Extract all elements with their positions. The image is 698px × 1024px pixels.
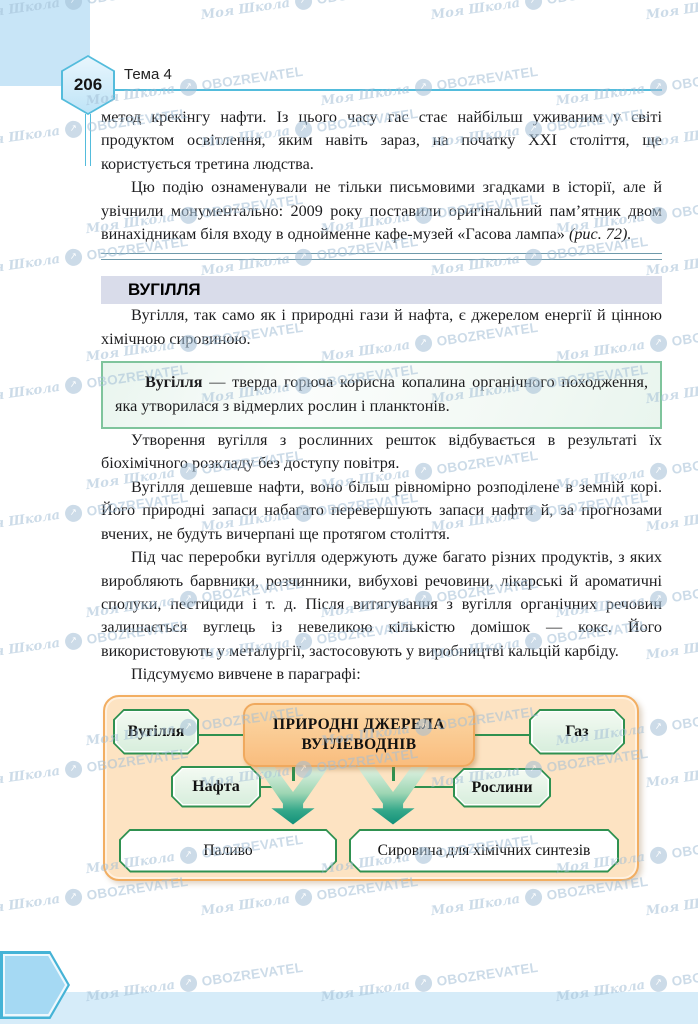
watermark-brand-text: OBOZREVATEL bbox=[200, 959, 305, 989]
watermark-script-text: Моя Школа bbox=[0, 507, 62, 536]
watermark-script-text: Моя Школа bbox=[430, 891, 522, 920]
obozrevatel-icon: ↗ bbox=[178, 77, 198, 97]
obozrevatel-icon: ↗ bbox=[293, 887, 313, 907]
diagram-node-oil: Нафта bbox=[171, 766, 261, 808]
watermark-script-text: Моя Школа bbox=[0, 379, 62, 408]
diagram-center-node: ПРИРОДНІ ДЖЕРЕЛА ВУГЛЕВОДНІВ bbox=[243, 702, 475, 767]
definition-text: Вугілля — тверда горюча корисна копалина… bbox=[115, 371, 648, 418]
obozrevatel-icon: ↗ bbox=[63, 759, 83, 779]
intro-paragraph-2-text: Цю подію ознаменували не тільки письмови… bbox=[101, 178, 662, 244]
obozrevatel-icon: ↗ bbox=[648, 973, 668, 993]
watermark-brand-text: OBOZREVATEL bbox=[670, 63, 698, 93]
watermark-brand-text: OBOZREVATEL bbox=[435, 959, 540, 989]
node-plants-label: Рослини bbox=[457, 771, 548, 804]
watermark-script-text: Моя Школа bbox=[0, 251, 62, 280]
definition-box: Вугілля — тверда горюча корисна копалина… bbox=[101, 361, 662, 430]
page-content: метод крекінгу нафти. Із цього часу гас … bbox=[101, 106, 662, 881]
diagram-node-fuel: Паливо bbox=[119, 829, 337, 873]
bottom-arrow-decoration bbox=[0, 951, 70, 1019]
intro-paragraph-1: метод крекінгу нафти. Із цього часу гас … bbox=[101, 108, 662, 173]
section-heading-bar: ВУГІЛЛЯ bbox=[101, 276, 662, 305]
watermark-script-text: Моя Школа bbox=[200, 0, 292, 24]
connector-center-right-stub bbox=[392, 764, 395, 781]
watermark-script-text: Моя Школа bbox=[0, 891, 62, 920]
watermark-brand-text: OBOZREVATEL bbox=[546, 0, 649, 7]
watermark-brand-text: OBOZREVATEL bbox=[670, 447, 698, 477]
node-coal-label: Вугілля bbox=[117, 712, 196, 751]
obozrevatel-icon: ↗ bbox=[523, 0, 543, 11]
diagram-node-coal: Вугілля bbox=[113, 709, 199, 755]
obozrevatel-icon: ↗ bbox=[63, 887, 83, 907]
watermark-brand-text: OBOZREVATEL bbox=[670, 831, 698, 861]
watermark-script-text: Моя Школа bbox=[200, 891, 292, 920]
connector-center-left-stub bbox=[292, 764, 295, 781]
section-divider-rule bbox=[101, 253, 662, 261]
watermark-brand-text: OBOZREVATEL bbox=[86, 0, 189, 7]
node-chem-label: Сировина для хімічних синтезів bbox=[353, 832, 616, 869]
diagram-node-gas: Газ bbox=[529, 709, 625, 755]
watermark-brand-text: OBOZREVATEL bbox=[670, 959, 698, 989]
watermark: Моя Школа ↗ OBOZREVATEL bbox=[200, 0, 419, 24]
hexagon-tail-line bbox=[85, 114, 91, 166]
watermark-script-text: Моя Школа bbox=[0, 123, 62, 152]
intro-paragraph-2: Цю подію ознаменували не тільки письмови… bbox=[101, 176, 662, 246]
obozrevatel-icon: ↗ bbox=[178, 973, 198, 993]
section-paragraph-3: Під час переробки вугілля одержують дуже… bbox=[101, 548, 662, 660]
obozrevatel-icon: ↗ bbox=[63, 247, 83, 267]
figure-reference: (рис. 72). bbox=[568, 225, 632, 244]
center-node-line2: ВУГЛЕВОДНІВ bbox=[301, 735, 417, 753]
watermark-brand-text: OBOZREVATEL bbox=[670, 703, 698, 733]
summary-diagram: ПРИРОДНІ ДЖЕРЕЛА ВУГЛЕВОДНІВ Вугілля Газ… bbox=[103, 694, 639, 881]
topic-label: Тема 4 bbox=[124, 66, 172, 83]
node-oil-label: Нафта bbox=[175, 769, 258, 804]
section-title: ВУГІЛЛЯ bbox=[128, 280, 201, 300]
node-fuel-label: Паливо bbox=[123, 832, 334, 869]
watermark-script-text: Моя Школа bbox=[645, 0, 698, 24]
obozrevatel-icon: ↗ bbox=[523, 887, 543, 907]
section-paragraph-2: Вугілля дешевше нафти, воно більш рівном… bbox=[101, 477, 662, 543]
obozrevatel-icon: ↗ bbox=[413, 973, 433, 993]
watermark: Моя Школа ↗ OBOZREVATEL bbox=[645, 0, 698, 24]
center-node-line1: ПРИРОДНІ ДЖЕРЕЛА bbox=[273, 715, 445, 733]
connector-coal-center bbox=[195, 733, 245, 737]
connector-center-gas bbox=[473, 733, 531, 737]
watermark-script-text: Моя Школа bbox=[0, 635, 62, 664]
watermark: Моя Школа ↗ OBOZREVATEL bbox=[555, 63, 698, 110]
watermark-brand-text: OBOZREVATEL bbox=[670, 191, 698, 221]
diagram-node-plants: Рослини bbox=[453, 768, 551, 808]
watermark-script-text: Моя Школа bbox=[0, 763, 62, 792]
definition-term: Вугілля bbox=[145, 373, 203, 392]
watermark: Моя Школа ↗ OBOZREVATEL bbox=[430, 0, 649, 24]
watermark: Моя Школа ↗ OBOZREVATEL bbox=[320, 63, 539, 110]
obozrevatel-icon: ↗ bbox=[63, 631, 83, 651]
diagram-node-chem: Сировина для хімічних синтезів bbox=[349, 829, 619, 873]
header-rule bbox=[114, 89, 662, 91]
connector-funnel-plants bbox=[410, 785, 455, 789]
watermark-brand-text: OBOZREVATEL bbox=[316, 0, 419, 7]
bottom-decoration-band bbox=[0, 992, 698, 1024]
obozrevatel-icon: ↗ bbox=[293, 0, 313, 11]
obozrevatel-icon: ↗ bbox=[63, 119, 83, 139]
node-gas-label: Газ bbox=[533, 712, 622, 751]
section-lead-paragraph: Вугілля, так само як і природні гази й н… bbox=[101, 306, 662, 348]
summary-lead-line: Підсумуємо вивчене в параграфі: bbox=[131, 665, 361, 684]
obozrevatel-icon: ↗ bbox=[413, 77, 433, 97]
page-number-hexagon: 206 bbox=[61, 55, 115, 115]
watermark-script-text: Моя Школа bbox=[645, 891, 698, 920]
watermark: Моя Школа ↗ OBOZREVATEL bbox=[85, 63, 304, 110]
watermark-brand-text: OBOZREVATEL bbox=[670, 575, 698, 605]
watermark-brand-text: OBOZREVATEL bbox=[670, 319, 698, 349]
obozrevatel-icon: ↗ bbox=[63, 503, 83, 523]
obozrevatel-icon: ↗ bbox=[648, 77, 668, 97]
watermark-script-text: Моя Школа bbox=[430, 0, 522, 24]
section-paragraph-1: Утворення вугілля з рослинних решток від… bbox=[101, 431, 662, 473]
obozrevatel-icon: ↗ bbox=[63, 375, 83, 395]
